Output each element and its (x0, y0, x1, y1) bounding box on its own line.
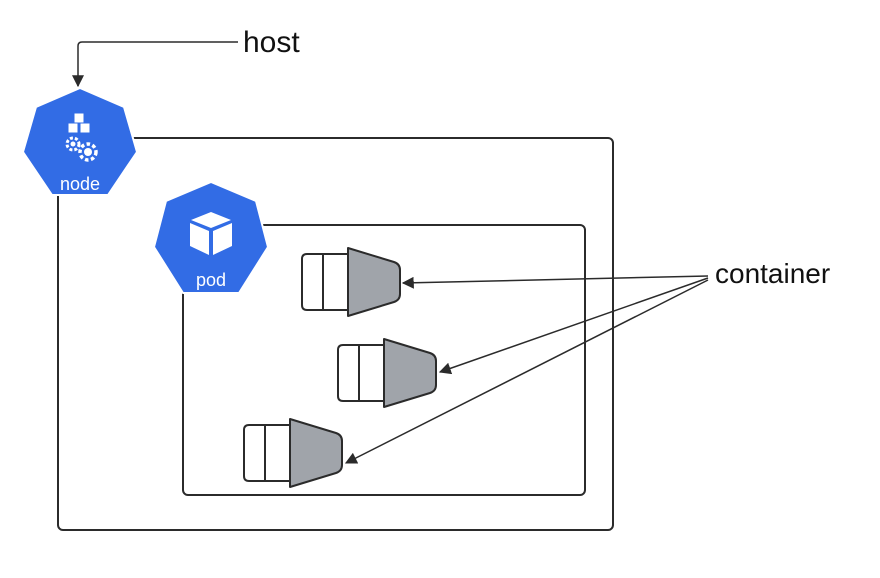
node-heptagon (22, 87, 138, 196)
container-arrow-1 (401, 275, 709, 289)
host-label: host (243, 26, 300, 59)
node-boundary (57, 137, 614, 531)
container-arrow-3 (344, 279, 709, 464)
container-3 (243, 418, 343, 488)
host-connector (72, 41, 238, 88)
node-badge: node (22, 87, 138, 196)
kubernetes-node-icon (65, 112, 98, 162)
kubernetes-pod-icon (190, 212, 232, 255)
pod-heptagon (153, 181, 269, 294)
pod-boundary (182, 224, 586, 496)
container-icon (243, 418, 343, 488)
pod-label: pod (196, 270, 226, 290)
container-icon (337, 338, 437, 408)
container-2 (337, 338, 437, 408)
pod-badge: pod (153, 181, 269, 294)
container-1 (301, 247, 401, 317)
container-arrow-2 (438, 277, 709, 375)
node-label: node (60, 174, 100, 194)
container-icon (301, 247, 401, 317)
container-label: container (715, 258, 830, 289)
